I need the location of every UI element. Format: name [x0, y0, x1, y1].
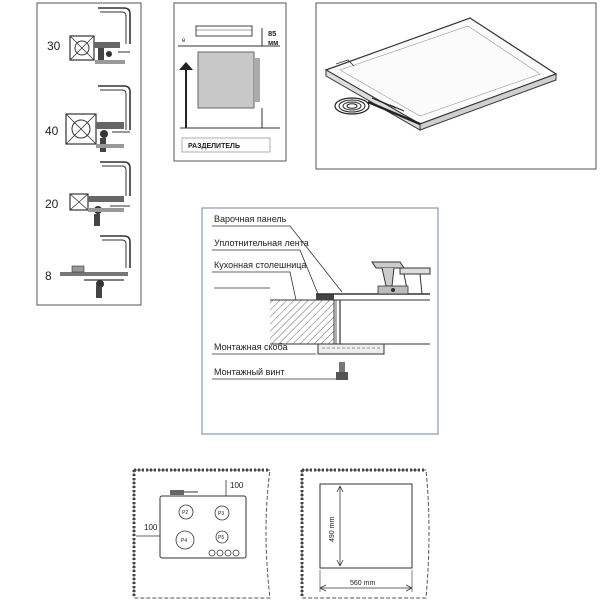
- spacer-panel: e 85 мм РАЗДЕЛИТЕЛЬ: [173, 2, 287, 162]
- control-knobs: [208, 549, 240, 557]
- burner-p2: P2: [178, 504, 194, 520]
- svg-text:P5: P5: [218, 535, 224, 541]
- burner-variant-20: 20: [45, 161, 131, 226]
- svg-text:e: e: [182, 38, 186, 44]
- mount-screw: [336, 362, 348, 380]
- spacer-label: РАЗДЕЛИТЕЛЬ: [188, 143, 240, 150]
- depth-label-20: 20: [45, 197, 59, 211]
- sealing-tape-roll: [334, 97, 370, 115]
- burner-depth-panel: 30 40 20: [36, 2, 142, 306]
- cutout-depth: 490 mm: [329, 517, 336, 542]
- cooktop-iso-panel: [315, 2, 597, 170]
- burner-p4: P4: [175, 530, 195, 550]
- label-countertop: Кухонная столешница: [214, 260, 306, 270]
- burner-variant-30: 30: [47, 7, 131, 64]
- spacer-dimension: 85: [268, 29, 276, 38]
- label-cooktop: Варочная панель: [214, 214, 287, 224]
- top-view-panel: 100 100 P2 P3 P4 P5: [132, 468, 271, 599]
- clearance-left: 100: [144, 523, 158, 532]
- spacer-unit: мм: [268, 40, 278, 47]
- depth-label-40: 40: [45, 124, 59, 138]
- depth-label-8: 8: [45, 269, 52, 283]
- label-mount-bracket: Монтажная скоба: [214, 342, 287, 352]
- label-mount-screw: Монтажный винт: [214, 367, 285, 377]
- cutout-width: 560 mm: [350, 580, 375, 587]
- svg-text:P2: P2: [182, 510, 188, 516]
- svg-text:P4: P4: [181, 538, 187, 544]
- install-section-panel: Варочная панель Уплотнительная лента Кух…: [201, 207, 439, 435]
- burner-p5: P5: [215, 530, 229, 544]
- svg-text:P3: P3: [218, 511, 224, 517]
- burner-variant-8: 8: [45, 235, 131, 298]
- cutout-panel: 490 mm 560 mm: [300, 468, 430, 599]
- burner-variant-40: 40: [45, 85, 131, 152]
- mount-bracket: [317, 343, 385, 355]
- burner-p3: P3: [214, 505, 230, 521]
- clearance-top: 100: [230, 481, 244, 490]
- depth-label-30: 30: [47, 39, 61, 53]
- label-sealing-tape: Уплотнительная лента: [214, 238, 309, 248]
- burner-section: [371, 261, 431, 295]
